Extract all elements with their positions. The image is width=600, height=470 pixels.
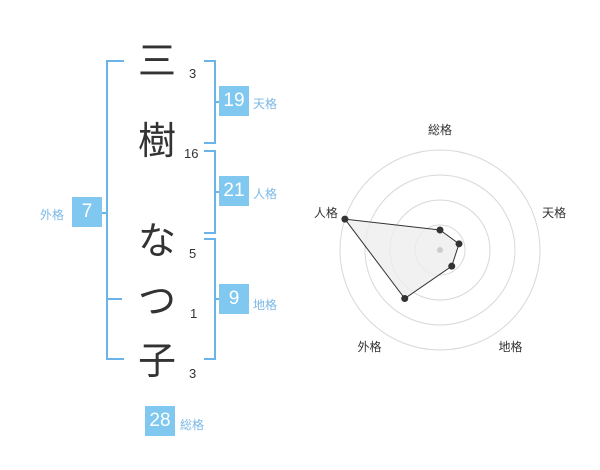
soukaku-value: 28: [145, 406, 175, 436]
radar-axis-label-5: 人格: [314, 205, 338, 220]
name-char-2: 樹: [138, 119, 177, 163]
name-char-5: 子: [138, 339, 177, 383]
radar-ring: [339, 149, 541, 351]
stroke-count-3: 5: [189, 246, 197, 261]
tenkaku-bracket: [204, 60, 216, 144]
gaikaku-label: 外格: [40, 208, 65, 222]
stroke-count-5: 3: [189, 366, 197, 381]
name-char-3: な: [138, 219, 177, 263]
tenkaku-label: 天格: [253, 97, 278, 111]
chikaku-value: 9: [219, 284, 249, 314]
radar-point-5: [341, 215, 349, 223]
stroke-count-2: 16: [184, 146, 199, 161]
gaikaku-bracket-tick: [106, 298, 122, 300]
radar-point-4: [401, 295, 409, 303]
radar-center: [437, 247, 443, 253]
gaikaku-bracket: [106, 60, 124, 360]
stroke-count-4: 1: [190, 306, 198, 321]
radar-axis-label-2: 天格: [542, 205, 566, 220]
soukaku-label: 総格: [180, 418, 205, 432]
name-char-1: 三: [138, 39, 177, 83]
radar-axis-label-1: 総格: [428, 122, 452, 137]
radar-ring: [364, 174, 516, 326]
stroke-count-1: 3: [189, 66, 197, 81]
tenkaku-value: 19: [219, 86, 249, 116]
radar-point-2: [455, 240, 463, 248]
radar-point-1: [436, 226, 444, 234]
radar-axis-label-4: 外格: [357, 339, 381, 354]
jinkaku-label: 人格: [253, 187, 278, 201]
radar-series-area: [343, 218, 460, 300]
name-char-4: つ: [138, 279, 177, 323]
radar-axis-label-3: 地格: [499, 339, 523, 354]
chikaku-bracket: [204, 238, 216, 360]
jinkaku-value: 21: [219, 176, 249, 206]
radar-point-3: [448, 262, 456, 270]
jinkaku-bracket: [204, 150, 216, 234]
gaikaku-value: 7: [72, 197, 102, 227]
chikaku-label: 地格: [253, 298, 278, 312]
